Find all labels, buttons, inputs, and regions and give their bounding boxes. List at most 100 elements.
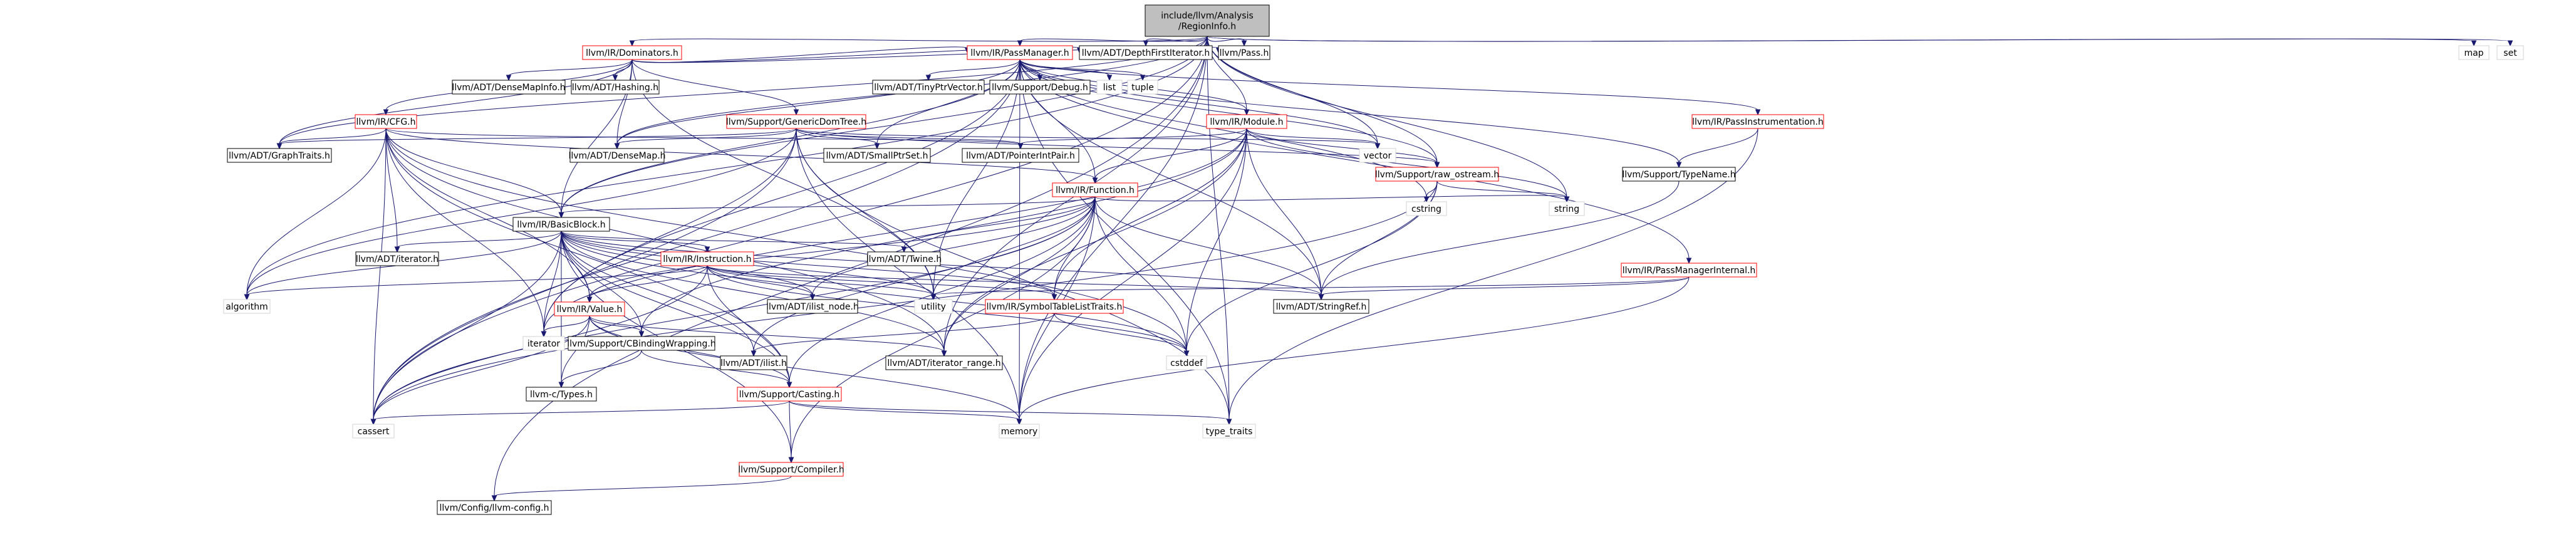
edge-line — [1019, 59, 1438, 164]
node-box — [999, 424, 1040, 439]
edge-line — [373, 128, 797, 420]
node-cbinding[interactable]: llvm/Support/CBindingWrapping.h — [567, 336, 716, 351]
edge-line — [796, 128, 1020, 420]
node-compiler[interactable]: llvm/Support/Compiler.h — [738, 462, 844, 477]
node-ilistnode[interactable]: llvm/ADT/ilist_node.h — [766, 299, 859, 314]
edge-line — [641, 350, 790, 383]
node-pmi[interactable]: llvm/IR/PassManagerInternal.h — [1621, 263, 1757, 278]
node-twine[interactable]: llvm/ADT/Twine.h — [866, 251, 942, 266]
node-iterrange[interactable]: llvm/ADT/iterator_range.h — [885, 355, 1003, 370]
edge-line — [791, 196, 1096, 459]
node-hashing[interactable]: llvm/ADT/Hashing.h — [571, 80, 660, 95]
edge-line — [796, 128, 1021, 145]
node-ctypes[interactable]: llvm-c/Types.h — [526, 387, 597, 402]
node-label: algorithm — [226, 302, 268, 312]
node-label: llvm/Support/TypeName.h — [1622, 170, 1735, 180]
edge-casting-to-compiler — [788, 400, 794, 464]
node-cfg[interactable]: llvm/IR/CFG.h — [355, 114, 417, 129]
edge-arrowhead — [925, 75, 932, 81]
edge-arrowhead — [612, 75, 618, 81]
node-casting[interactable]: llvm/Support/Casting.h — [737, 387, 842, 402]
node-adtiterator[interactable]: llvm/ADT/iterator.h — [355, 251, 439, 266]
edge-instruction-to-value — [586, 265, 708, 303]
edge-rawostream-to-cstring — [1423, 180, 1438, 203]
node-genericdomtree[interactable]: llvm/Support/GenericDomTree.h — [726, 114, 866, 129]
node-densemap[interactable]: llvm/ADT/DenseMap.h — [568, 148, 666, 163]
node-label: llvm/IR/Instruction.h — [663, 254, 751, 264]
node-llvmconfig[interactable]: llvm/Config/llvm-config.h — [437, 500, 552, 515]
node-box — [1549, 201, 1585, 216]
edge-line — [385, 128, 790, 383]
node-box — [554, 301, 625, 316]
edge-genericdomtree-to-densemap — [614, 128, 797, 150]
edge-line — [385, 128, 398, 248]
node-module[interactable]: llvm/IR/Module.h — [1206, 114, 1287, 129]
node-box — [1622, 167, 1736, 182]
node-pass[interactable]: llvm/Pass.h — [1218, 45, 1270, 60]
node-passmanager[interactable]: llvm/IR/PassManager.h — [967, 45, 1073, 60]
node-tinyptr[interactable]: llvm/ADT/TinyPtrVector.h — [872, 80, 985, 95]
node-label: llvm/IR/Value.h — [557, 305, 623, 315]
edge-function-to-basicblock — [558, 196, 1096, 219]
edge-line — [385, 128, 544, 333]
node-label: llvm/IR/CFG.h — [356, 117, 416, 127]
edge-line — [1019, 36, 1208, 42]
node-ilist[interactable]: llvm/ADT/ilist.h — [720, 355, 787, 370]
node-box — [512, 217, 610, 232]
edge-line — [508, 59, 633, 76]
node-typename[interactable]: llvm/Support/TypeName.h — [1622, 167, 1736, 182]
node-label: llvm/Support/raw_ostream.h — [1375, 170, 1499, 180]
edge-line — [561, 231, 945, 352]
node-label: llvm/IR/BasicBlock.h — [517, 220, 605, 230]
node-box — [1359, 148, 1396, 163]
node-smallptrset[interactable]: llvm/ADT/SmallPtrSet.h — [823, 148, 931, 163]
edge-arrowhead — [383, 109, 389, 116]
edge-line — [1246, 128, 1438, 164]
node-box — [582, 45, 682, 60]
node-basicblock[interactable]: llvm/IR/BasicBlock.h — [512, 217, 610, 232]
edge-line — [707, 265, 1322, 296]
edge-line — [246, 128, 387, 296]
node-pointerintpair[interactable]: llvm/ADT/PointerIntPair.h — [962, 148, 1079, 163]
node-graphtraits[interactable]: llvm/ADT/GraphTraits.h — [227, 148, 332, 163]
edge-line — [928, 59, 1021, 76]
node-value[interactable]: llvm/IR/Value.h — [554, 301, 625, 316]
edge-line — [1094, 128, 1247, 179]
node-dominators[interactable]: llvm/IR/Dominators.h — [582, 45, 682, 60]
edge-rawostream-to-string — [1436, 180, 1570, 203]
node-label: type_traits — [1206, 427, 1253, 437]
edge-line — [789, 400, 1020, 420]
node-instruction[interactable]: llvm/IR/Instruction.h — [660, 251, 754, 266]
edge-line — [543, 128, 797, 333]
node-box — [1218, 45, 1270, 60]
edge-line — [1019, 59, 1680, 164]
edge-line — [589, 315, 642, 333]
node-label: iterator — [527, 339, 560, 349]
node-depthfirst[interactable]: llvm/ADT/DepthFirstIterator.h — [1079, 45, 1213, 60]
node-passinstr[interactable]: llvm/IR/PassInstrumentation.h — [1691, 114, 1824, 129]
edge-line — [796, 128, 878, 145]
node-debug[interactable]: llvm/Support/Debug.h — [989, 80, 1091, 95]
edge-line — [1207, 36, 2511, 42]
edge-arrowhead — [638, 331, 645, 338]
edge-line — [796, 128, 1378, 145]
edge-line — [1054, 313, 1187, 352]
node-map: map — [2458, 45, 2490, 60]
edge-pmi-to-stringref — [1318, 276, 1690, 301]
edge-line — [1678, 128, 1758, 164]
edge-line — [561, 231, 1055, 296]
node-symtablelist[interactable]: llvm/IR/SymbolTableListTraits.h — [985, 299, 1124, 314]
node-label: llvm/IR/PassManager.h — [970, 48, 1069, 58]
node-rawostream[interactable]: llvm/Support/raw_ostream.h — [1375, 167, 1499, 182]
node-function[interactable]: llvm/IR/Function.h — [1052, 182, 1138, 197]
node-label: include/llvm/Analysis — [1161, 11, 1254, 21]
edge-line — [707, 265, 934, 296]
node-box — [1079, 45, 1213, 60]
node-label: llvm/Support/GenericDomTree.h — [726, 117, 866, 127]
node-label: llvm/IR/Dominators.h — [586, 48, 678, 58]
node-densemapinfo[interactable]: llvm/ADT/DenseMapInfo.h — [452, 80, 566, 95]
edge-line — [631, 59, 797, 111]
edge-arrowhead — [901, 246, 907, 253]
edge-arrowhead — [541, 331, 547, 338]
node-stringref[interactable]: llvm/ADT/StringRef.h — [1273, 299, 1369, 314]
